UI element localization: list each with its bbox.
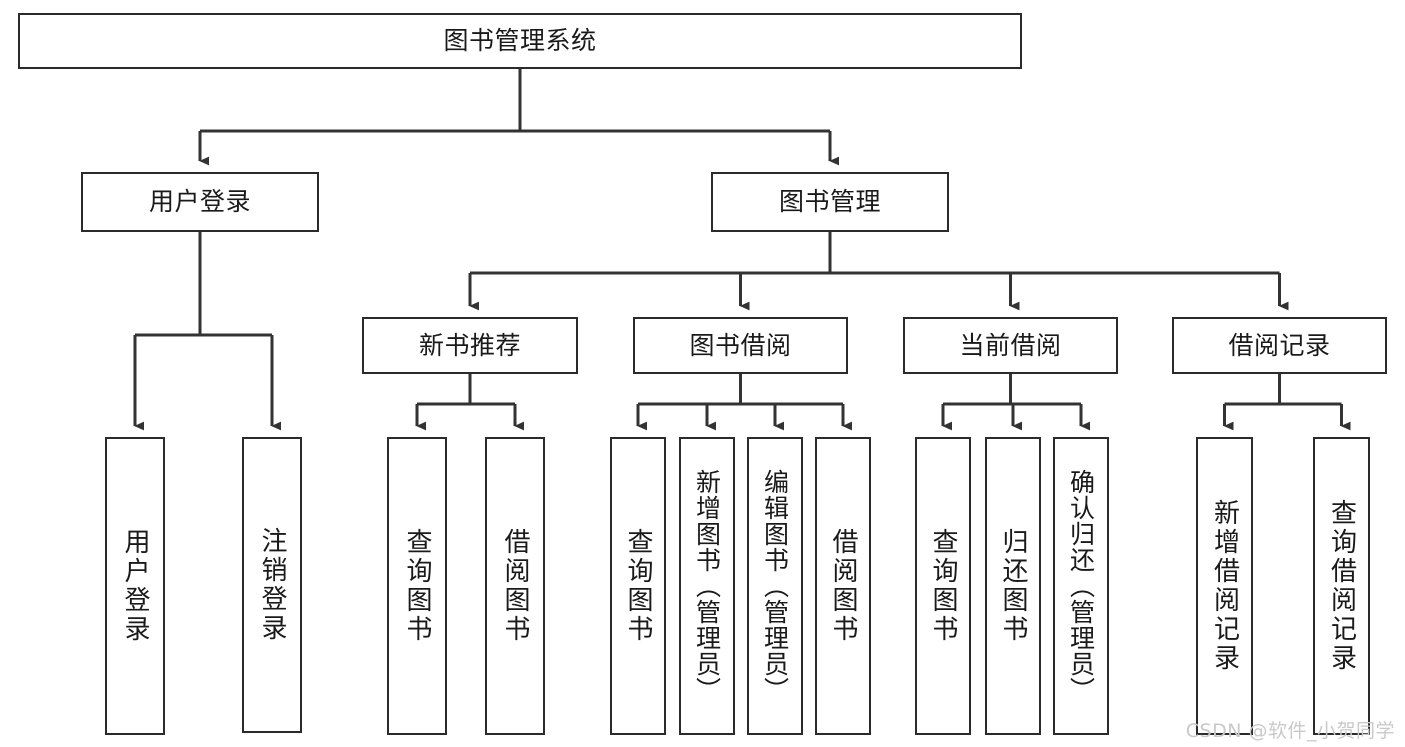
node-leaf-bb-borrow[interactable]: 借阅图书 <box>815 437 871 735</box>
node-label-new-book-rec: 新书推荐 <box>418 330 521 360</box>
node-leaf-br-query[interactable]: 查询借阅记录 <box>1313 437 1370 735</box>
node-label-borrow-record: 借阅记录 <box>1228 330 1331 360</box>
node-label-book-borrow: 图书借阅 <box>689 330 792 360</box>
node-book-borrow[interactable]: 图书借阅 <box>633 317 848 374</box>
node-label-leaf-bb-borrow: 借阅图书 <box>828 528 858 644</box>
node-label-current-borrow: 当前借阅 <box>959 330 1062 360</box>
node-label-leaf-cb-confirm: 确认归还（管理员） <box>1066 469 1096 703</box>
node-leaf-bb-edit[interactable]: 编辑图书（管理员） <box>747 437 803 735</box>
node-label-book-manage: 图书管理 <box>778 187 881 217</box>
node-label-leaf-cb-return: 归还图书 <box>998 528 1028 644</box>
node-leaf-bb-query[interactable]: 查询图书 <box>610 437 666 735</box>
node-leaf-cb-query[interactable]: 查询图书 <box>915 437 971 735</box>
node-label-leaf-user-login: 用户登录 <box>120 528 150 644</box>
node-leaf-bb-add[interactable]: 新增图书（管理员） <box>679 437 735 735</box>
node-borrow-record[interactable]: 借阅记录 <box>1172 317 1387 374</box>
node-label-leaf-bb-add: 新增图书（管理员） <box>692 469 722 703</box>
node-label-leaf-user-logout: 注销登录 <box>257 527 287 643</box>
node-book-manage[interactable]: 图书管理 <box>711 172 949 232</box>
node-leaf-user-login[interactable]: 用户登录 <box>105 437 165 735</box>
node-label-leaf-rec-borrow: 借阅图书 <box>500 528 530 644</box>
node-label-leaf-rec-query: 查询图书 <box>402 528 432 644</box>
node-leaf-user-logout[interactable]: 注销登录 <box>242 437 302 733</box>
csdn-watermark: CSDN @软件_小贺同学 <box>1185 720 1395 742</box>
node-leaf-br-add[interactable]: 新增借阅记录 <box>1196 437 1253 735</box>
node-current-borrow[interactable]: 当前借阅 <box>903 317 1118 374</box>
node-user-login[interactable]: 用户登录 <box>81 172 319 232</box>
node-label-leaf-br-add: 新增借阅记录 <box>1209 499 1240 673</box>
node-leaf-cb-confirm[interactable]: 确认归还（管理员） <box>1053 437 1109 735</box>
node-label-user-login: 用户登录 <box>148 187 251 217</box>
node-leaf-rec-query[interactable]: 查询图书 <box>387 437 447 735</box>
node-root[interactable]: 图书管理系统 <box>18 13 1022 69</box>
node-label-leaf-bb-edit: 编辑图书（管理员） <box>760 469 790 703</box>
node-label-root: 图书管理系统 <box>443 26 597 56</box>
node-new-book-rec[interactable]: 新书推荐 <box>362 317 578 374</box>
node-label-leaf-br-query: 查询借阅记录 <box>1326 499 1357 673</box>
node-leaf-cb-return[interactable]: 归还图书 <box>985 437 1041 735</box>
node-label-leaf-bb-query: 查询图书 <box>623 528 653 644</box>
node-leaf-rec-borrow[interactable]: 借阅图书 <box>485 437 545 735</box>
node-label-leaf-cb-query: 查询图书 <box>928 528 958 644</box>
